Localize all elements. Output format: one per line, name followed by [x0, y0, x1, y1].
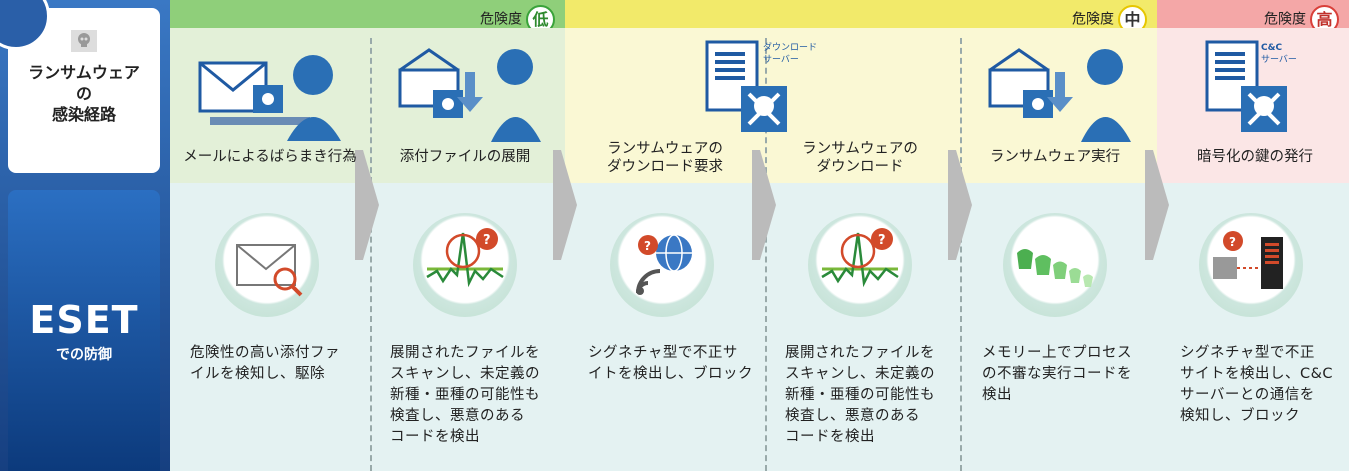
eset-defense-box: ESET での防御: [8, 190, 160, 471]
step-label-3: ランサムウェアの ダウンロード要求: [607, 141, 723, 175]
svg-text:?: ?: [483, 233, 491, 248]
download-server-label-2: サーバー: [763, 54, 799, 65]
cc-server-icon: C&C サーバー: [1205, 40, 1297, 132]
step-label-1: メールによるばらまき行為: [183, 149, 357, 165]
label-line-1: ランサムウェア: [28, 63, 140, 82]
defense-circle: ?: [808, 213, 912, 317]
defense-desc-1: 危険性の高い添付ファイルを検知し、駆除: [190, 345, 340, 382]
risk-bar-low: 危険度低: [170, 0, 565, 34]
chevron-arrow-icon: [752, 150, 776, 260]
envelope-scan-icon: [236, 244, 303, 297]
defense-circle: [215, 213, 319, 317]
left-column: ランサムウェア の 感染経路 ESET での防御: [0, 0, 170, 471]
risk-bar-mid: 危険度中: [565, 0, 1157, 34]
defense-desc-2: 展開されたファイルをスキャンし、未定義の新種・亜種の可能性も検査し、悪意のあるコ…: [390, 345, 540, 445]
separator: [370, 38, 372, 471]
label-line-3: 感染経路: [51, 105, 116, 124]
step-label-6: 暗号化の鍵の発行: [1197, 149, 1313, 165]
risk-prefix: 危険度: [1072, 11, 1114, 28]
process-memory-icon: [1017, 249, 1093, 287]
defense-circle: ?: [610, 213, 714, 317]
signal-scan-icon: ?: [821, 228, 899, 288]
mail-pc-illustration-icon: [198, 55, 341, 141]
globe-wireless-icon: ?: [636, 234, 692, 295]
step-label-4: ランサムウェアの ダウンロード: [802, 141, 918, 175]
svg-text:?: ?: [644, 239, 651, 253]
separator: [960, 38, 962, 471]
label-line-2: の: [75, 84, 92, 103]
ransomware-execute-illustration-icon: [988, 48, 1131, 142]
defense-desc-5: メモリー上でプロセスの不審な実行コードを検出: [982, 345, 1132, 403]
separator: [765, 38, 767, 471]
risk-prefix: 危険度: [1264, 11, 1306, 28]
chevron-arrow-icon: [1145, 150, 1169, 260]
step-label-2: 添付ファイルの展開: [399, 149, 531, 165]
download-server-label-1: ダウンロード: [763, 41, 817, 53]
svg-text:?: ?: [1229, 235, 1236, 249]
cc-server-label-1: C&C: [1261, 43, 1282, 53]
defense-circle: ?: [1199, 213, 1303, 317]
eset-title: ESET: [29, 298, 139, 342]
step-label-5: ランサムウェア実行: [989, 149, 1121, 165]
infection-route-label-box: ランサムウェア の 感染経路: [8, 8, 160, 173]
signal-scan-icon: ?: [426, 228, 504, 288]
chevron-arrow-icon: [948, 150, 972, 260]
cc-server-label-2: サーバー: [1261, 54, 1297, 65]
chevron-arrow-icon: [355, 150, 379, 260]
cc-block-icon: ?: [1213, 231, 1283, 289]
defense-circle: ?: [413, 213, 517, 317]
defense-desc-3: シグネチャ型で不正サイトを検出し、ブロック: [588, 345, 753, 382]
attachment-expand-illustration-icon: [398, 48, 541, 142]
defense-desc-4: 展開されたファイルをスキャンし、未定義の新種・亜種の可能性も検査し、悪意のあるコ…: [785, 345, 935, 445]
defense-circle: [1003, 213, 1107, 317]
svg-text:?: ?: [878, 233, 886, 248]
download-server-icon: ダウンロード サーバー: [705, 40, 817, 132]
eset-subtitle: での防御: [56, 347, 112, 363]
skull-icon: [71, 30, 97, 52]
risk-prefix: 危険度: [480, 11, 522, 28]
chevron-arrow-icon: [553, 150, 577, 260]
risk-bar-high: 危険度高: [1157, 0, 1349, 34]
